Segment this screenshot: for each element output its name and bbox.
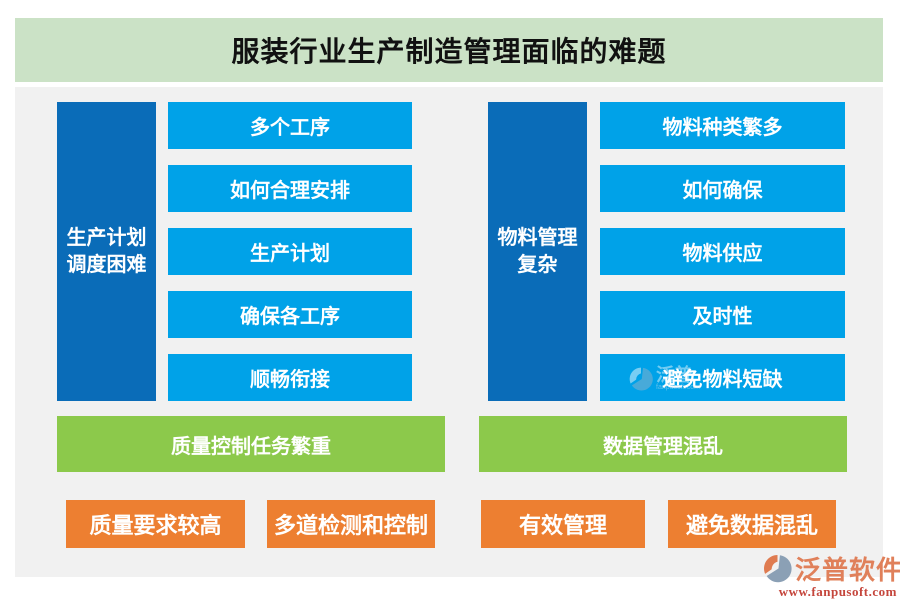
process-bar: 如何确保 xyxy=(600,165,845,212)
page-title: 服装行业生产制造管理面临的难题 xyxy=(231,36,667,67)
process-bar-label: 物料供应 xyxy=(682,243,763,265)
group-label-line: 物料管理 xyxy=(497,226,578,249)
process-bar-label: 避免物料短缺 xyxy=(662,369,783,391)
process-bar: 确保各工序 xyxy=(168,291,412,338)
tag-label: 多道检测和控制 xyxy=(273,513,428,538)
process-bar-label: 多个工序 xyxy=(250,117,330,139)
brand-logo: 泛普软件 www.fanpusoft.com xyxy=(762,550,900,599)
brand-name: 泛普软件 xyxy=(795,555,900,585)
process-bar: 避免物料短缺 xyxy=(600,354,845,401)
tag-multi-inspection: 多道检测和控制 xyxy=(267,500,435,548)
process-bar-label: 确保各工序 xyxy=(240,306,340,328)
process-bar-label: 如何确保 xyxy=(682,180,763,202)
process-bar: 物料种类繁多 xyxy=(600,102,845,149)
process-bar-label: 如何合理安排 xyxy=(230,180,350,202)
process-bar: 多个工序 xyxy=(168,102,412,149)
process-bar: 如何合理安排 xyxy=(168,165,412,212)
group-label-production-planning: 生产计划 调度困难 xyxy=(57,102,156,401)
tag-label: 避免数据混乱 xyxy=(685,513,818,538)
tag-avoid-data-chaos: 避免数据混乱 xyxy=(668,500,836,548)
summary-bar-label: 质量控制任务繁重 xyxy=(171,435,331,458)
group-label-material-management: 物料管理 复杂 xyxy=(488,102,587,401)
summary-bar-data: 数据管理混乱 xyxy=(479,416,847,472)
process-bar-label: 生产计划 xyxy=(250,243,330,265)
process-bar: 及时性 xyxy=(600,291,845,338)
tag-effective-management: 有效管理 xyxy=(481,500,645,548)
summary-bar-quality: 质量控制任务繁重 xyxy=(57,416,445,472)
process-bar: 顺畅衔接 xyxy=(168,354,412,401)
brand-website-url: www.fanpusoft.com xyxy=(778,584,897,599)
group-label-line: 调度困难 xyxy=(66,253,147,276)
process-bar: 物料供应 xyxy=(600,228,845,275)
tag-label: 有效管理 xyxy=(518,513,607,538)
brand-logo-row: 泛普软件 xyxy=(762,550,900,587)
fanpu-logo-icon xyxy=(764,554,792,583)
tag-quality-requirement: 质量要求较高 xyxy=(66,500,245,548)
process-bar: 生产计划 xyxy=(168,228,412,275)
process-bar-label: 物料种类繁多 xyxy=(662,117,783,139)
group-label-line: 复杂 xyxy=(517,253,558,276)
header-band: 服装行业生产制造管理面临的难题 xyxy=(15,18,883,82)
tag-label: 质量要求较高 xyxy=(89,513,222,538)
process-bar-label: 顺畅衔接 xyxy=(250,369,330,391)
summary-bar-label: 数据管理混乱 xyxy=(603,435,723,458)
group-label-line: 生产计划 xyxy=(66,226,147,249)
process-bar-label: 及时性 xyxy=(692,306,753,328)
